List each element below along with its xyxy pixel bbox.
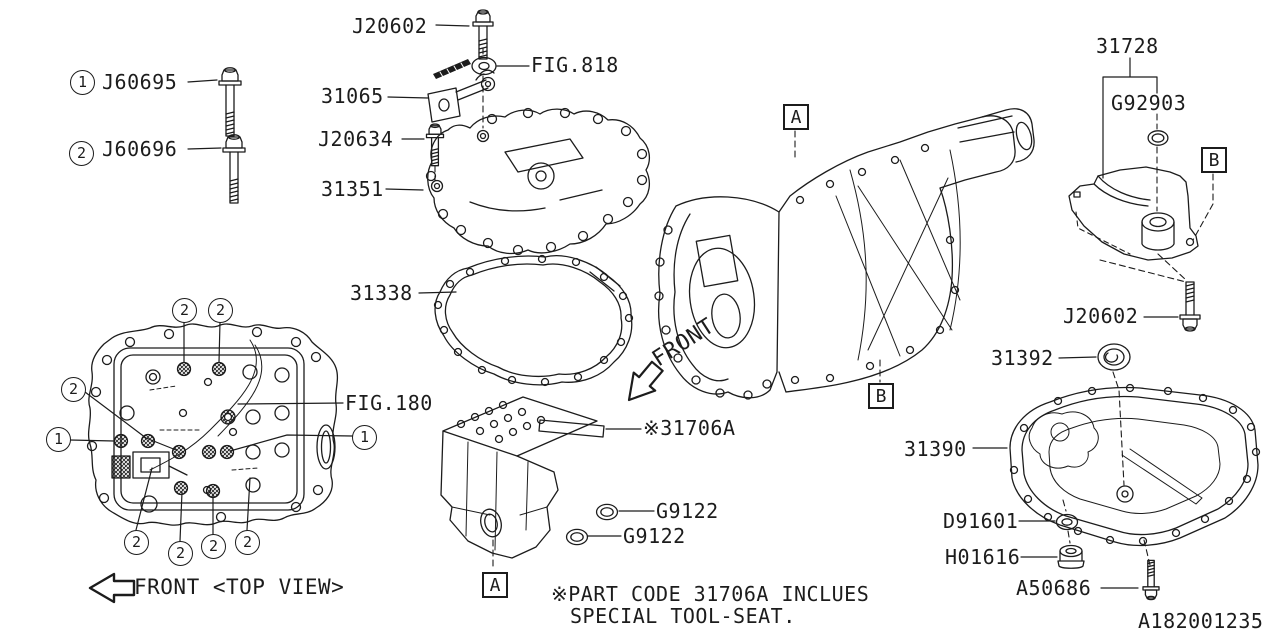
part-label-31351: 31351 (321, 177, 384, 201)
part-label-j60696: J60696 (102, 137, 178, 161)
part-label-j20602-right: J20602 (1063, 304, 1139, 328)
view-ref-a-transmission: A (783, 104, 809, 130)
part-label-g92903: G92903 (1111, 91, 1187, 115)
part-label-31392: 31392 (991, 346, 1054, 370)
bolt-a50686-drawing (1142, 559, 1160, 601)
callout-2-topview-left: 2 (61, 377, 86, 402)
washer-fig818-drawing (433, 58, 496, 79)
bolt-j20602-right-drawing (1179, 281, 1201, 332)
leader-lines (70, 25, 1178, 588)
oil-strainer-31728-drawing (1069, 167, 1198, 260)
part-label-31390: 31390 (904, 437, 967, 461)
part-label-j20602-top: J20602 (352, 14, 428, 38)
doc-number: A182001235 (1138, 609, 1264, 633)
front-arrow-top-view (88, 572, 136, 604)
figure-ref-fig818: FIG.818 (531, 53, 619, 77)
dashed-assembly-lines (435, 48, 1213, 570)
callout-1-topview-right: 1 (352, 425, 377, 450)
part-label-j60695: J60695 (102, 70, 178, 94)
grommet-31392-drawing (1098, 344, 1130, 370)
view-ref-b-strainer: B (1201, 147, 1227, 173)
callout-2-j60696: 2 (69, 141, 94, 166)
part-label-g9122-lower: G9122 (623, 524, 686, 548)
note-line-2: SPECIAL TOOL-SEAT. (570, 604, 796, 628)
part-label-h01616: H01616 (945, 545, 1021, 569)
bolt-j60696-drawing (222, 134, 246, 204)
part-label-a50686: A50686 (1016, 576, 1092, 600)
plug-h01616-drawing (1058, 546, 1084, 569)
valve-cover-31351-drawing (427, 109, 650, 255)
view-ref-b-transmission: B (868, 383, 894, 409)
valve-body-31706a-drawing (441, 397, 604, 558)
bolt-j20634-drawing (425, 123, 445, 167)
part-label-31706a: ※31706A (643, 416, 736, 440)
callout-2-topview-a: 2 (172, 298, 197, 323)
oring-g92903-drawing (1147, 130, 1169, 146)
bolt-j60695-drawing (218, 67, 242, 137)
part-label-31065: 31065 (321, 84, 384, 108)
callout-2-topview-e: 2 (201, 534, 226, 559)
transmission-assembly-drawing (655, 109, 1034, 399)
part-label-31338: 31338 (350, 281, 413, 305)
case-top-view-drawing (88, 324, 338, 525)
callout-2-topview-f: 2 (235, 530, 260, 555)
part-label-g9122-upper: G9122 (656, 499, 719, 523)
figure-ref-fig180: FIG.180 (345, 391, 433, 415)
gasket-31338-drawing (435, 256, 633, 386)
note-line-1: ※PART CODE 31706A INCLUES (551, 582, 870, 606)
part-label-31728: 31728 (1096, 34, 1159, 58)
oil-pan-31390-drawing (1010, 385, 1260, 546)
oring-g9122-lower-drawing (565, 528, 589, 546)
front-top-view-label: FRONT <TOP VIEW> (134, 575, 345, 599)
callout-2-topview-c: 2 (124, 530, 149, 555)
callout-1-j60695: 1 (70, 70, 95, 95)
oring-g9122-upper-drawing (595, 503, 619, 521)
callout-2-topview-b: 2 (208, 298, 233, 323)
callout-2-topview-d: 2 (168, 541, 193, 566)
view-ref-a-valve-body: A (482, 572, 508, 598)
part-label-d91601: D91601 (943, 509, 1019, 533)
part-label-j20634: J20634 (318, 127, 394, 151)
bracket-31065-drawing (428, 70, 495, 122)
callout-1-topview-left: 1 (46, 427, 71, 452)
